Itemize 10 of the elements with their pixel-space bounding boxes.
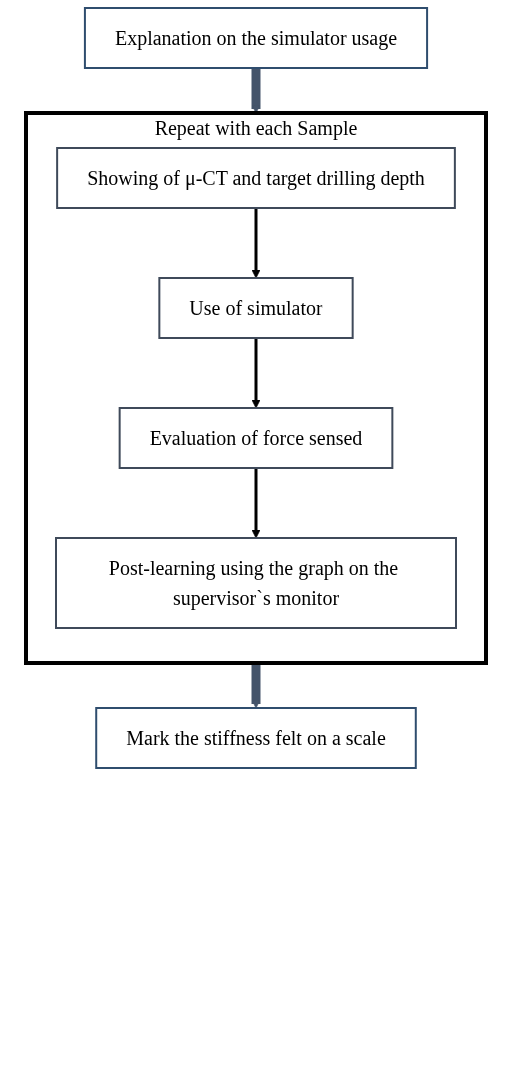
arrow (251, 468, 261, 539)
arrow (251, 208, 261, 279)
node-box: Evaluation of force sensed (118, 407, 394, 469)
node-box: Showing of μ-CT and target drilling depth (56, 147, 456, 209)
arrow (251, 67, 261, 114)
arrow (251, 338, 261, 409)
node-box: Mark the stiffness felt on a scale (95, 707, 417, 769)
node-box: Post-learning using the graph on the supervisor`s monitor (55, 537, 457, 629)
node-box: Explanation on the simulator usage (83, 7, 429, 69)
node-box: Use of simulator (158, 277, 354, 339)
